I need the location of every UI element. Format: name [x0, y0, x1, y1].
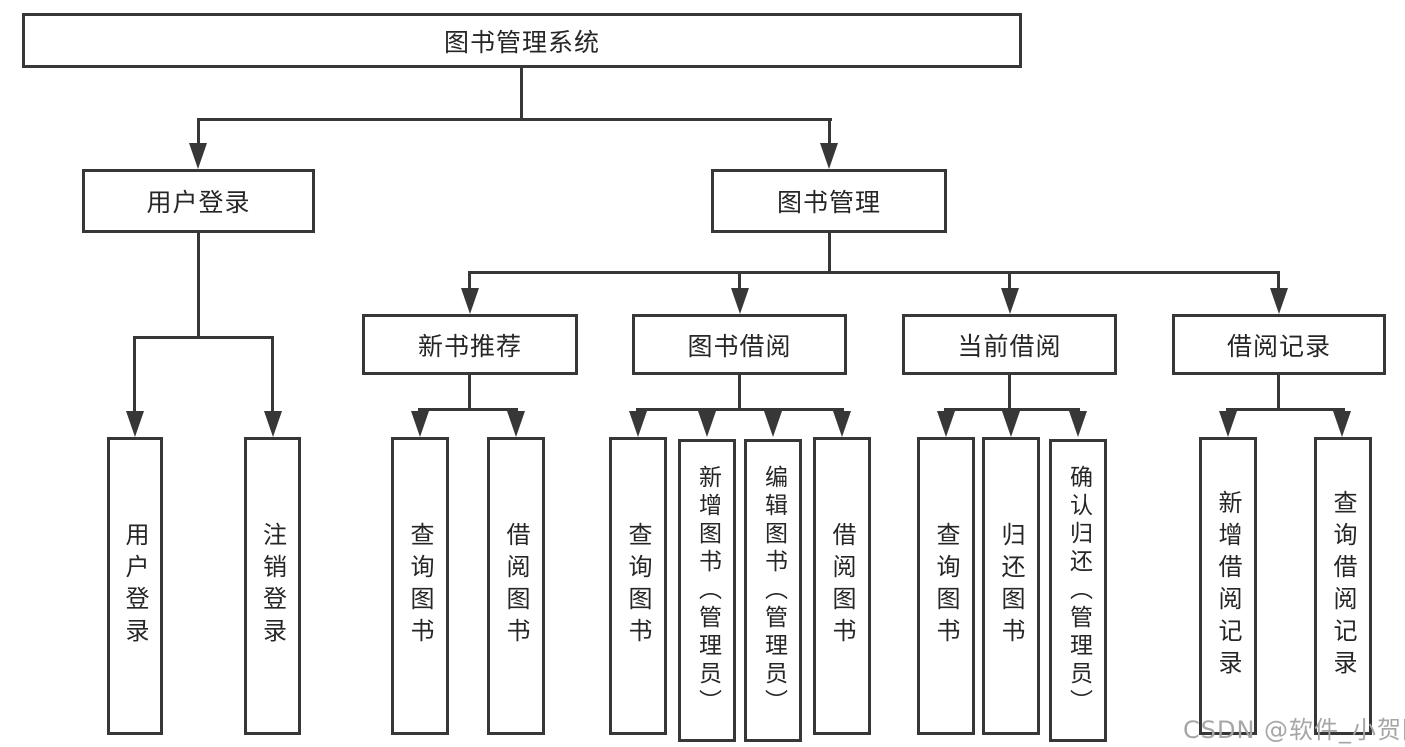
arrow-down-icon	[126, 411, 144, 437]
node-new-book-recommend: 新书推荐	[362, 314, 578, 375]
connector-line	[271, 336, 274, 414]
leaf-return-book: 归还图书	[982, 437, 1040, 735]
leaf-add-book-admin: 新增图书（管理员）	[678, 439, 736, 742]
arrow-down-icon	[1219, 411, 1237, 437]
connector-line	[133, 336, 274, 339]
connector-line	[1277, 271, 1280, 291]
arrow-down-icon	[507, 411, 525, 437]
leaf-add-borrow-record: 新增借阅记录	[1199, 437, 1257, 735]
node-root: 图书管理系统	[22, 13, 1022, 68]
arrow-down-icon	[264, 411, 282, 437]
connector-line	[828, 118, 831, 146]
leaf-logout: 注销登录	[244, 437, 301, 735]
arrow-down-icon	[189, 143, 207, 169]
node-user-login: 用户登录	[82, 169, 315, 233]
node-borrow-records: 借阅记录	[1172, 314, 1386, 375]
connector-line	[636, 408, 844, 411]
node-current-borrowing: 当前借阅	[902, 314, 1117, 375]
arrow-down-icon	[411, 411, 429, 437]
arrow-down-icon	[1270, 288, 1288, 314]
connector-line	[1226, 408, 1345, 411]
connector-line	[468, 271, 1280, 274]
connector-line	[738, 271, 741, 291]
leaf-query-borrow-record: 查询借阅记录	[1314, 437, 1372, 735]
leaf-borrow-books-1: 借阅图书	[487, 437, 545, 735]
connector-line	[197, 233, 200, 336]
leaf-borrow-books-2: 借阅图书	[813, 437, 871, 735]
arrow-down-icon	[764, 411, 782, 437]
connector-line	[1008, 271, 1011, 291]
arrow-down-icon	[698, 411, 716, 437]
connector-line	[1008, 375, 1011, 408]
node-book-borrowing: 图书借阅	[632, 314, 847, 375]
connector-line	[828, 233, 831, 271]
connector-line	[468, 271, 471, 291]
arrow-down-icon	[1333, 411, 1351, 437]
arrow-down-icon	[1069, 411, 1087, 437]
arrow-down-icon	[937, 411, 955, 437]
arrow-down-icon	[820, 143, 838, 169]
connector-line	[738, 375, 741, 408]
arrow-down-icon	[833, 411, 851, 437]
leaf-query-books-2: 查询图书	[609, 437, 667, 735]
connector-line	[197, 118, 200, 146]
leaf-confirm-return-admin: 确认归还（管理员）	[1049, 439, 1107, 742]
leaf-query-books-1: 查询图书	[391, 437, 449, 735]
connector-line	[1277, 375, 1280, 408]
arrow-down-icon	[461, 288, 479, 314]
connector-line	[197, 118, 832, 121]
arrow-down-icon	[629, 411, 647, 437]
leaf-edit-book-admin: 编辑图书（管理员）	[744, 439, 802, 742]
arrow-down-icon	[1002, 411, 1020, 437]
node-book-management: 图书管理	[711, 169, 947, 233]
leaf-query-books-3: 查询图书	[917, 437, 975, 735]
connector-line	[520, 68, 523, 118]
csdn-watermark: CSDN @软件_小贺同学	[1183, 716, 1405, 744]
arrow-down-icon	[731, 288, 749, 314]
arrow-down-icon	[1001, 288, 1019, 314]
connector-line	[468, 375, 471, 408]
leaf-user-login: 用户登录	[107, 437, 163, 735]
connector-line	[133, 336, 136, 414]
connector-line	[418, 408, 518, 411]
